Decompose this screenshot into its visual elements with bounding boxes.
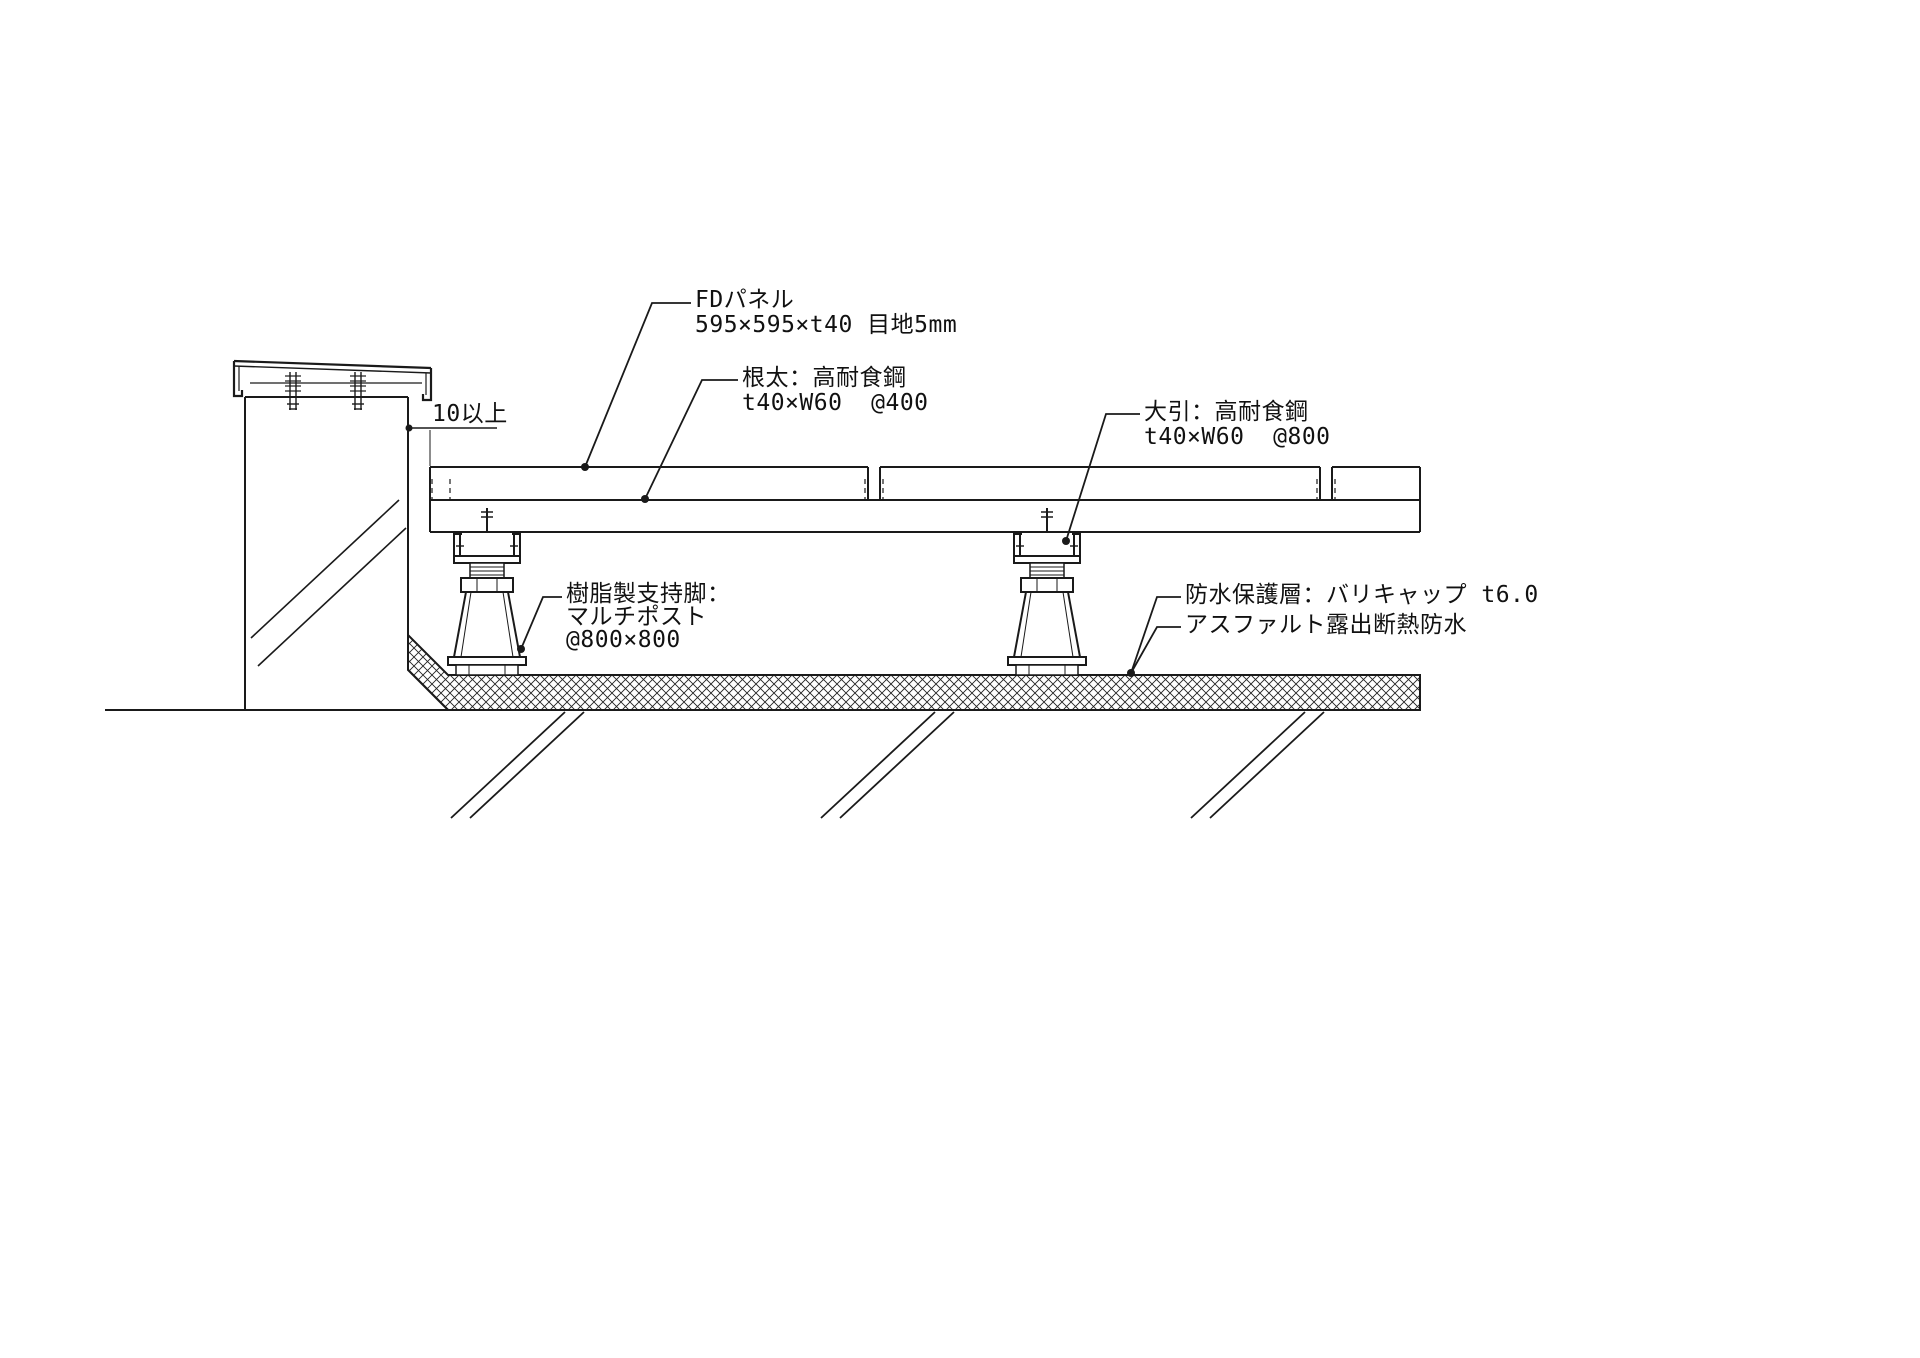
gap-dimension [405, 424, 497, 466]
cap-anchor-bolt [350, 372, 366, 410]
leader-lines [517, 302, 1181, 677]
cap-anchor-bolt [285, 372, 301, 410]
gap-dimension-label: 10以上 [432, 401, 508, 427]
waterproofing-layer [407, 632, 1421, 711]
coping-cap [232, 359, 433, 410]
deck-assembly [429, 466, 1421, 533]
label-joist-line1: 根太：高耐食鋼 [742, 365, 907, 391]
label-bearer-line1: 大引：高耐食鋼 [1144, 399, 1309, 425]
label-bearer-line2: t40×W60 @800 [1144, 424, 1331, 450]
leader-pedestal [517, 596, 562, 653]
label-pedestal-line2: マルチポスト [566, 604, 707, 630]
label-pedestal-line1: 樹脂製支持脚： [566, 581, 731, 607]
leader-fd-panel [581, 302, 691, 471]
parapet-wall [244, 396, 409, 710]
cap-right-drip [421, 368, 433, 402]
label-waterproof-cap: 防水保護層：バリキャップ t6.0 [1185, 582, 1539, 608]
label-joist-line2: t40×W60 @400 [742, 390, 929, 416]
label-fd-panel-line1: FDパネル [695, 287, 794, 313]
slab-break-lines [450, 711, 1325, 819]
cap-left-drip [232, 361, 244, 398]
leader-waterproof [1127, 596, 1181, 677]
adjustable-pedestal [1007, 507, 1087, 676]
leader-joist [641, 379, 738, 503]
panel-joint [867, 467, 881, 500]
wall-break-lines [250, 499, 407, 667]
label-asphalt: アスファルト露出断熱防水 [1185, 612, 1467, 638]
leader-bearer [1062, 413, 1140, 545]
hidden-fastener-marks [431, 479, 1336, 499]
label-pedestal-line3: @800×800 [566, 627, 681, 653]
adjustable-pedestal [447, 507, 527, 676]
label-fd-panel-line2: 595×595×t40 目地5mm [695, 312, 957, 338]
panel-joint [1319, 467, 1333, 500]
